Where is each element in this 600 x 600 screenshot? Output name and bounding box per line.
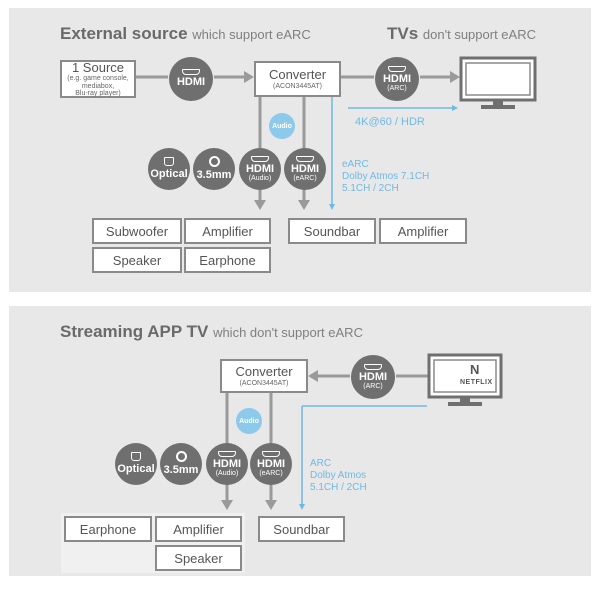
hdmi-icon [262,450,280,457]
jack-icon [208,156,220,168]
output-earphone-2: Earphone [64,516,152,542]
hdmi-arc-badge: HDMI (ARC) [375,57,419,101]
svg-text:N: N [470,362,479,377]
hdmi-icon [388,65,406,72]
audio-badge: Audio [269,113,295,139]
section2-title: Streaming APP TV which don't support eAR… [60,322,363,341]
hdmi-icon [364,363,382,370]
hdmi-icon [182,69,200,76]
hdmi-in-badge: HDMI [169,57,213,101]
output-soundbar: Soundbar [288,218,376,244]
tv-netflix-icon: N NETFLIX [427,353,503,414]
hdmi-earc-port: HDMI (eARC) [284,148,326,190]
converter-box: Converter (ACON3445AT) [254,61,341,97]
converter-box-2: Converter (ACON3445AT) [220,359,308,393]
hdmi-earc-port-2: HDMI (eARC) [250,443,292,485]
hdmi-audio-port: HDMI (Audio) [239,148,281,190]
tv-icon [459,56,537,117]
earc-format-label: eARC Dolby Atmos 7.1CH 5.1CH / 2CH [342,159,430,194]
netflix-logo: NETFLIX [460,379,493,386]
optical-port: Optical [148,148,190,190]
source-box: 1 Source (e.g. game console, mediabox, B… [60,60,136,98]
optical-port-2: Optical [115,443,157,485]
output-subwoofer: Subwoofer [92,218,182,244]
section1-title-right: TVs don't support eARC [387,24,536,43]
output-amplifier-right: Amplifier [379,218,467,244]
output-amplifier: Amplifier [184,218,271,244]
output-speaker-2: Speaker [155,545,242,571]
optical-icon [131,452,141,462]
section1-title: External source which support eARC [60,24,311,43]
hdmi-icon [251,155,269,162]
jack-port: 3.5mm [193,148,235,190]
resolution-label: 4K@60 / HDR [355,116,425,128]
audio-badge-2: Audio [236,408,262,434]
output-amplifier-2: Amplifier [155,516,242,542]
hdmi-icon [296,155,314,162]
optical-icon [164,157,174,167]
output-speaker: Speaker [92,247,182,273]
hdmi-audio-port-2: HDMI (Audio) [206,443,248,485]
output-earphone: Earphone [184,247,271,273]
hdmi-icon [218,450,236,457]
jack-port-2: 3.5mm [160,443,202,485]
arc-format-label: ARC Dolby Atmos 5.1CH / 2CH [310,458,367,493]
jack-icon [175,451,187,463]
output-soundbar-2: Soundbar [258,516,345,542]
hdmi-arc-badge-2: HDMI (ARC) [351,355,395,399]
